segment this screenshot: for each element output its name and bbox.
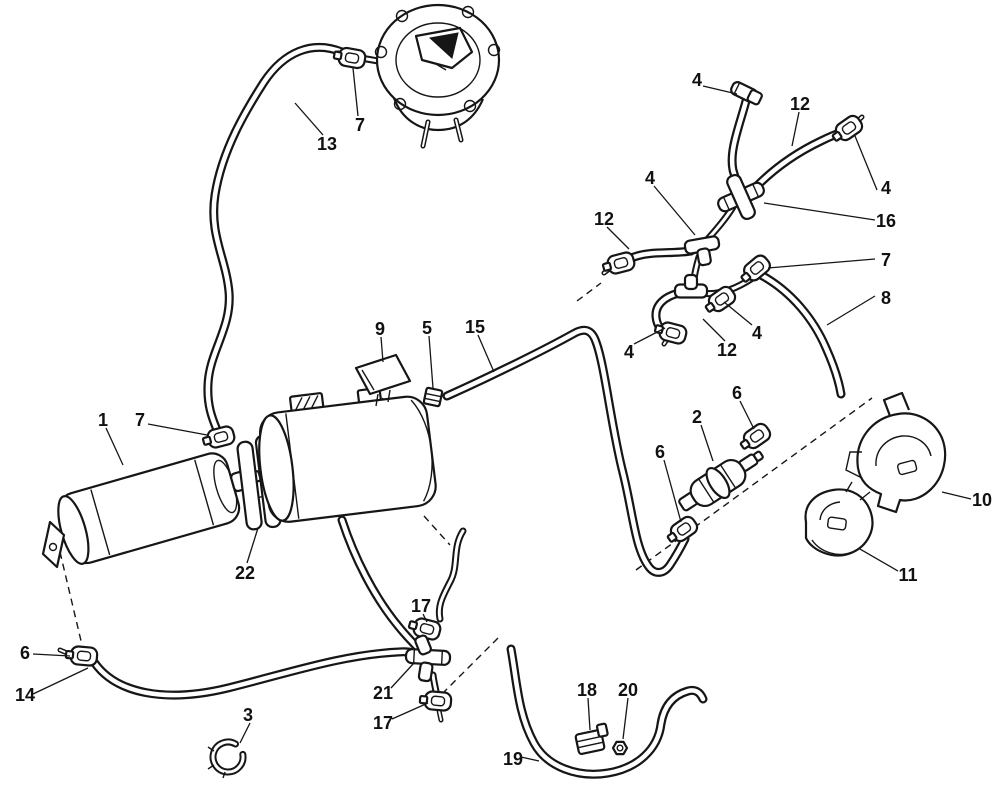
callout-11: 11 <box>898 565 917 585</box>
fuel-cap <box>374 3 501 149</box>
callout-14: 14 <box>15 685 35 705</box>
tee-fitting-21 <box>404 634 452 683</box>
callout-8: 8 <box>881 288 891 308</box>
leader-lines <box>32 67 972 762</box>
clamp-18 <box>574 722 609 756</box>
tube-cross-to-tee2 <box>703 203 737 244</box>
callout-4: 4 <box>752 323 762 343</box>
hose-15 <box>442 325 690 577</box>
cap-drain-tubes <box>420 117 464 149</box>
callout-6: 6 <box>732 383 742 403</box>
callout-12: 12 <box>594 209 614 229</box>
clamp-5-nut <box>422 386 444 408</box>
callout-18: 18 <box>577 680 597 700</box>
callout-6: 6 <box>20 643 30 663</box>
callout-12: 12 <box>717 340 737 360</box>
clamp-6-valve-upper <box>735 420 774 455</box>
callout-9: 9 <box>375 319 385 339</box>
callout-4: 4 <box>624 342 634 362</box>
bracket-11 <box>804 481 874 557</box>
callout-17: 17 <box>411 596 431 616</box>
canister-1 <box>57 452 262 565</box>
callout-2: 2 <box>692 407 702 427</box>
elbow-fitting-top <box>730 81 763 106</box>
clamp-17-lower <box>418 689 453 713</box>
callout-7: 7 <box>135 410 145 430</box>
tee-junction-upper <box>683 235 721 267</box>
callout-15: 15 <box>465 317 485 337</box>
callout-16: 16 <box>876 211 896 231</box>
callout-1: 1 <box>98 410 108 430</box>
callout-5: 5 <box>422 318 432 338</box>
callout-3: 3 <box>243 705 253 725</box>
callout-22: 22 <box>235 563 255 583</box>
hose-8 <box>756 270 846 399</box>
callout-19: 19 <box>503 749 523 769</box>
hose-19 <box>506 644 708 779</box>
callout-7: 7 <box>881 250 891 270</box>
clamp-7-canister <box>200 423 237 452</box>
callout-4: 4 <box>645 168 655 188</box>
canister-1-mount-tab <box>41 520 66 569</box>
callout-21: 21 <box>373 683 393 703</box>
hose-canister-to-tee <box>337 515 426 656</box>
callout-10: 10 <box>972 490 992 510</box>
bracket-10 <box>845 391 947 514</box>
canister-body <box>258 387 437 523</box>
clip-3 <box>207 738 247 779</box>
hose-13 <box>203 43 347 435</box>
callout-12: 12 <box>790 94 810 114</box>
tee-junction-lower <box>673 273 709 299</box>
callout-20: 20 <box>618 680 638 700</box>
valve-2 <box>678 450 764 512</box>
callout-6: 6 <box>655 442 665 462</box>
clamp-6-bottom-left <box>64 644 99 668</box>
callout-17: 17 <box>373 713 393 733</box>
clamp-6-valve-lower <box>662 513 701 548</box>
hose-above-tee <box>435 527 467 623</box>
callout-13: 13 <box>317 134 337 154</box>
callout-4: 4 <box>881 178 891 198</box>
callout-7: 7 <box>355 115 365 135</box>
hose-a-top <box>727 96 751 189</box>
bolt-20 <box>611 740 629 756</box>
callout-4: 4 <box>692 70 702 90</box>
cross-junction-16 <box>717 173 765 221</box>
hose-14 <box>57 647 428 700</box>
